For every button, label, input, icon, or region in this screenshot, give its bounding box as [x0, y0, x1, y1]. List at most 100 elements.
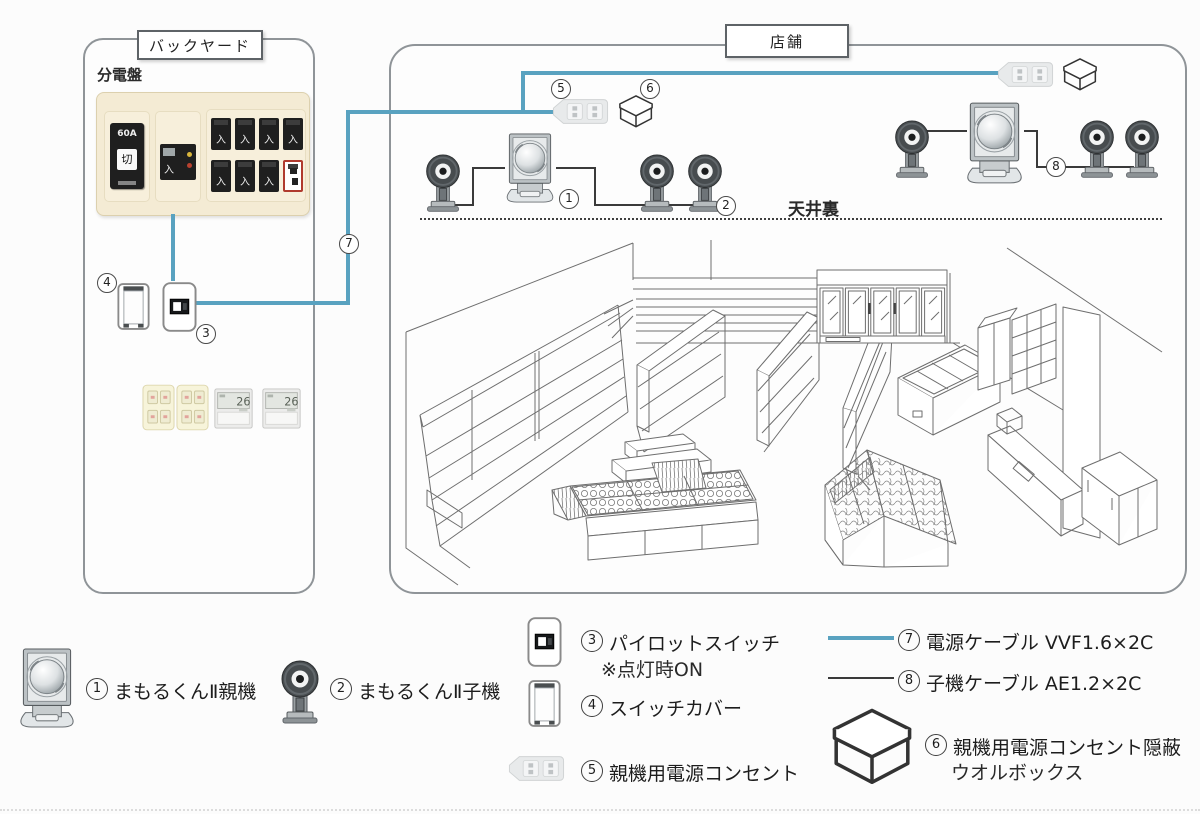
child-unit — [1122, 119, 1162, 181]
legend-num: 4 — [581, 695, 603, 717]
legend-num: 1 — [86, 678, 108, 700]
backyard-title-text: バックヤード — [148, 36, 251, 55]
child-cable-segment — [1036, 130, 1038, 168]
store-walls — [405, 240, 1163, 586]
legend-wallbox: 6 親機用電源コンセント隠蔽 — [925, 733, 1181, 760]
child-cable-segment — [450, 204, 474, 206]
v-produce-bin — [824, 449, 957, 568]
child-cable-segment — [664, 204, 700, 206]
branch-breaker: 入 — [259, 160, 279, 192]
indicator-yellow — [187, 152, 192, 157]
svg-text:26: 26 — [236, 396, 250, 409]
marker-outlet: 5 — [551, 79, 571, 99]
child-unit — [637, 153, 677, 215]
switch-plate — [142, 384, 175, 431]
distribution-board: 60A 切 入 入 入 入 入 入 入 入 — [96, 92, 310, 216]
legend-child-unit-icon — [278, 660, 322, 726]
legend-child-cable: 8 子機ケーブル AE1.2×2C — [898, 669, 1141, 696]
mid-breaker-on-label: 入 — [164, 165, 174, 176]
backyard-title: バックヤード — [137, 30, 263, 60]
branch-breaker: 入 — [211, 118, 231, 150]
footer-dotted-line — [0, 809, 1200, 811]
legend-num: 7 — [898, 629, 920, 651]
child-cable-segment — [594, 167, 596, 206]
main-breaker: 60A 切 — [110, 123, 144, 189]
store-title-text: 店舗 — [769, 32, 804, 51]
marker-pilot-switch: 3 — [196, 324, 216, 344]
parent-unit — [963, 102, 1026, 184]
child-unit — [892, 119, 932, 181]
legend-switch-cover: 4 スイッチカバー — [581, 694, 742, 721]
power-cable-segment — [521, 71, 999, 75]
legend-num: 2 — [330, 678, 352, 700]
legend-num: 5 — [581, 760, 603, 782]
legend-label: 子機ケーブル AE1.2×2C — [926, 673, 1142, 695]
thermostat-controller: 26 — [261, 388, 302, 429]
branch-breaker: 入 — [211, 160, 231, 192]
legend-power-cable: 7 電源ケーブル VVF1.6×2C — [898, 628, 1153, 655]
legend-pilot-switch: 3 パイロットスイッチ — [581, 629, 780, 656]
marker-switch-cover: 4 — [97, 273, 117, 293]
wall-box — [1061, 57, 1099, 93]
marker-wallbox: 6 — [640, 79, 660, 99]
thermostat-controller: 26 — [213, 388, 254, 429]
store-floor-illustration — [405, 240, 1163, 586]
marker-parent-unit: 1 — [559, 189, 579, 209]
gondola-shelf — [636, 309, 726, 453]
power-cable-segment — [346, 110, 350, 305]
legend-parent-unit-icon — [16, 648, 78, 728]
svg-text:26: 26 — [284, 396, 298, 409]
branch-breaker-section: 入 入 入 入 入 入 入 — [206, 109, 306, 202]
store-title: 店舗 — [725, 24, 849, 58]
gondola-shelf — [756, 311, 820, 453]
legend-wallbox-icon — [827, 706, 917, 790]
power-cable-segment — [346, 110, 556, 114]
legend-parent-unit: 1 まもるくんⅡ親機 — [86, 677, 256, 704]
marker-child-cable: 8 — [1046, 157, 1066, 177]
child-unit — [1077, 119, 1117, 181]
child-cable-segment — [925, 130, 967, 132]
legend-outlet-icon — [508, 755, 565, 782]
legend-label: パイロットスイッチ — [609, 633, 781, 655]
legend-child-cable-swatch — [828, 677, 894, 679]
switch-cover — [117, 282, 150, 331]
right-wall-shelves — [977, 303, 1057, 395]
legend-wallbox-label2: ウオルボックス — [951, 762, 1084, 784]
child-cable-segment — [594, 204, 650, 206]
legend-switch-cover-icon — [528, 679, 561, 728]
legend-label: 親機用電源コンセント隠蔽 — [953, 737, 1182, 759]
legend-label: まもるくんⅡ親機 — [114, 681, 257, 703]
legend-label: 親機用電源コンセント — [609, 763, 800, 785]
storage-cabinet — [1081, 451, 1158, 546]
child-cable-segment — [1024, 130, 1038, 132]
glass-door-cooler — [816, 269, 948, 344]
power-cable-segment — [195, 301, 350, 305]
produce-island — [551, 433, 759, 561]
branch-breaker-highlighted — [283, 160, 303, 192]
mid-breaker-display — [163, 148, 175, 156]
indicator-red — [187, 163, 192, 168]
main-breaker-section: 60A 切 — [104, 111, 150, 202]
legend-power-cable-swatch — [828, 636, 894, 640]
marker-child-unit: 2 — [716, 196, 736, 216]
mid-breaker: 入 — [160, 144, 196, 180]
power-cable-segment — [171, 214, 175, 281]
parent-power-outlet — [997, 61, 1054, 88]
main-breaker-off-switch: 切 — [117, 149, 137, 170]
legend-label: まもるくんⅡ子機 — [358, 681, 501, 703]
main-breaker-amp: 60A — [117, 129, 137, 139]
legend-num: 3 — [581, 630, 603, 652]
parent-power-outlet — [552, 98, 609, 125]
legend-label: スイッチカバー — [609, 698, 743, 720]
legend-child-unit: 2 まもるくんⅡ子機 — [330, 677, 500, 704]
mid-breaker-section: 入 — [155, 111, 201, 202]
child-cable-segment — [472, 167, 474, 206]
child-cable-segment — [1104, 166, 1134, 168]
child-cable-segment — [472, 167, 505, 169]
wall-box — [617, 94, 655, 130]
branch-breaker: 入 — [283, 118, 303, 150]
legend-num: 8 — [898, 670, 920, 692]
branch-breaker: 入 — [259, 118, 279, 150]
parent-unit — [503, 133, 557, 203]
